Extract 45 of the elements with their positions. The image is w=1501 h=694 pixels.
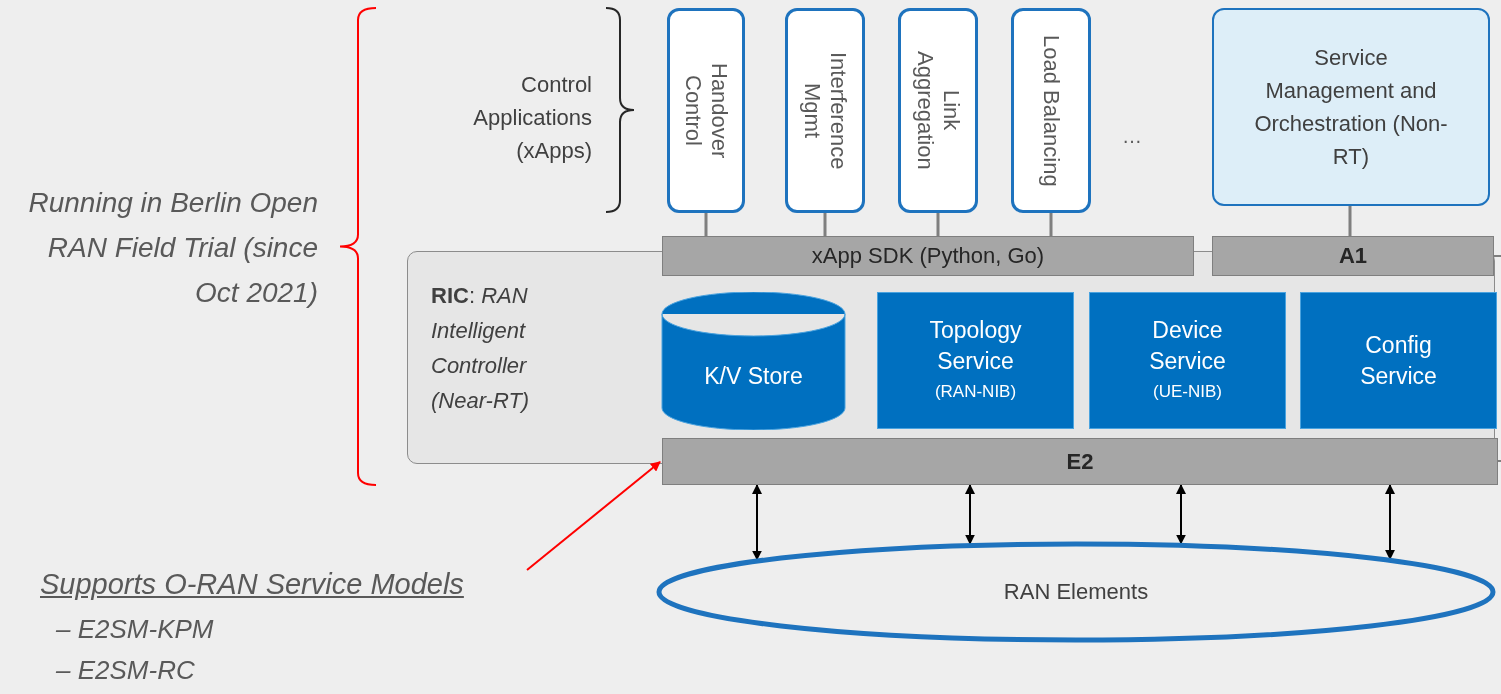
box-label: K/V Store [703,361,804,391]
service-box [877,292,1074,429]
service-box [1300,292,1497,429]
interface-bar [662,438,1498,485]
box-label: RAN Elements [1003,579,1149,605]
service-box [1212,8,1490,206]
box-label: Link Aggregation [912,50,964,172]
box-label: Interference Mgmt [799,50,851,172]
box-label: Load Balancing [1038,34,1064,187]
service-box [1089,292,1286,429]
connector-line [1348,206,1352,236]
list-item: – E2SM-KPM [56,614,215,645]
app-box [1011,8,1091,213]
panel-title: RIC: RAN Intelligent Controller (Near-RT) [431,282,531,415]
interface-bar [1212,236,1494,276]
double-arrow [752,484,762,561]
double-arrow [965,484,975,545]
ellipse [656,541,1496,643]
box-label: Topology Service [928,315,1023,376]
box-subtitle: (RAN-NIB) [933,380,1018,403]
double-arrow [1385,484,1395,560]
interface-bar [662,236,1194,276]
connector-line [823,213,827,236]
ellipsis-text: … [1122,125,1143,148]
arrow [526,461,661,571]
app-box [667,8,745,213]
box-subtitle: (UE-NIB) [1152,380,1223,403]
list-item: – E2SM-RC [56,655,196,686]
app-box [785,8,865,213]
group-label: Control Applications (xApps) [472,71,592,165]
box-label: A1 [1338,243,1368,269]
double-arrow [1176,484,1186,545]
connector-line [936,213,940,236]
box-label: E2 [1066,448,1094,475]
heading-text: Supports O-RAN Service Models [40,568,464,612]
annotation-text: Running in Berlin Open RAN Field Trial (since Oct 2021) [27,186,318,310]
box-label: Device Service [1148,315,1227,376]
box-label: Service Management and Orchestration (Non-RT) [1253,44,1449,171]
box-label: xApp SDK (Python, Go) [811,243,1045,269]
database-cylinder [661,292,846,430]
connector-line [1049,213,1053,236]
app-box [898,8,978,213]
box-label: Config Service [1359,330,1438,391]
box-label: Handover Control [680,61,732,161]
connector-line [704,213,708,236]
